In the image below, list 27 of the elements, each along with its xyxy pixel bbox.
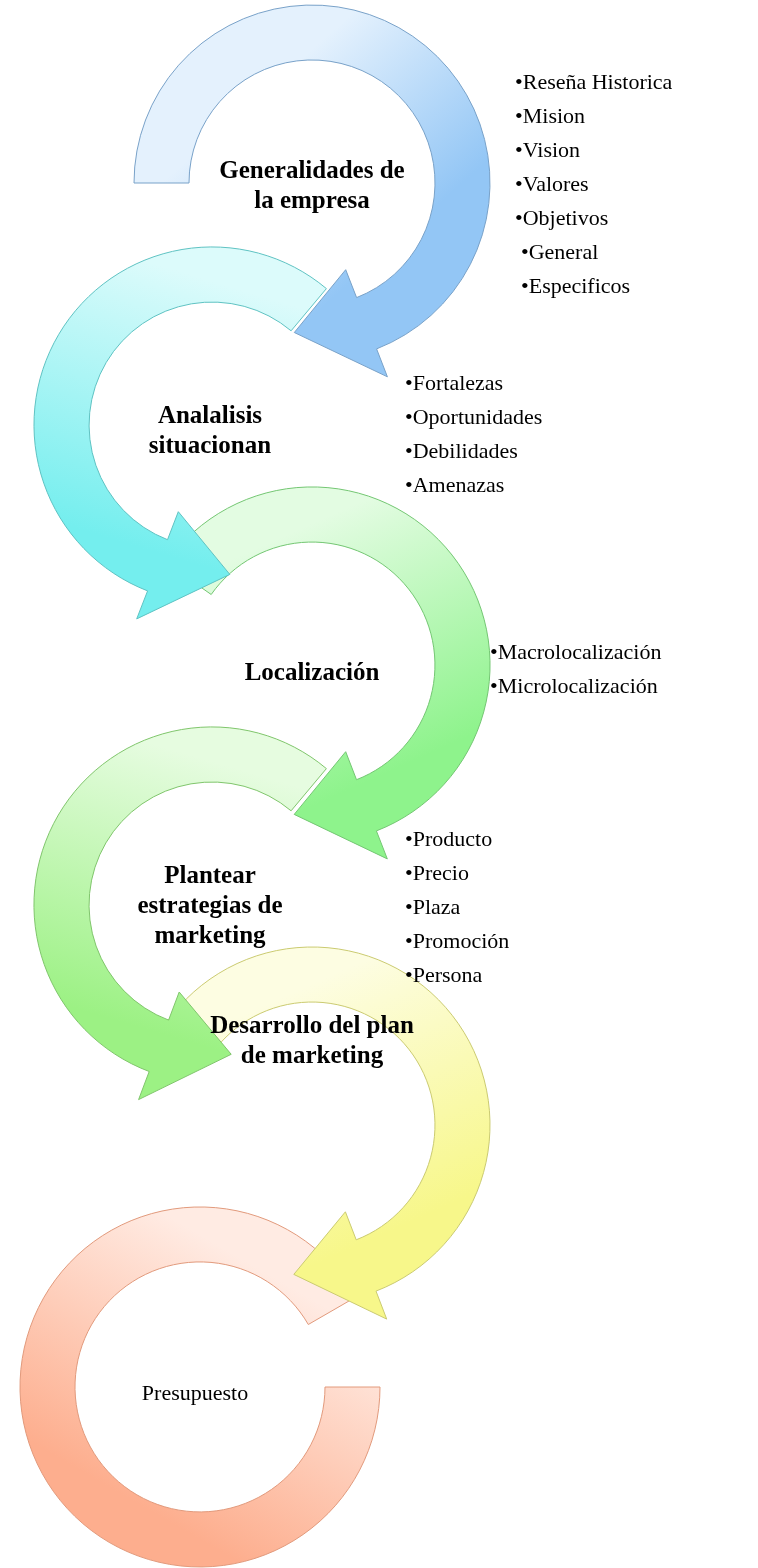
curved-arrow [33, 246, 327, 620]
curved-arrow [33, 726, 327, 1101]
bullet-item: •Oportunidades [405, 403, 543, 431]
bullet-item: •Objetivos [515, 204, 609, 232]
bullet-item: •General [521, 238, 599, 266]
bullet-item: •Especificos [521, 272, 631, 300]
bullet-item: •Plaza [405, 893, 461, 921]
bullet-item: •Reseña Historica [515, 68, 673, 96]
step-title: Presupuesto [141, 1379, 249, 1407]
bullet-item: •Mision [515, 102, 586, 130]
bullet-item: •Vision [515, 136, 581, 164]
bullet-item: •Promoción [405, 927, 510, 955]
bullet-item: •Microlocalización [490, 672, 658, 700]
step-title: Generalidades de la empresa [207, 155, 417, 215]
curved-arrow [133, 4, 491, 378]
step-title: Localización [207, 657, 417, 687]
step-title: Desarrollo del plan de marketing [207, 1010, 417, 1070]
bullet-item: •Macrolocalización [490, 638, 662, 666]
step-title: Plantear estrategias de marketing [110, 860, 310, 950]
step-title: Analalisis situacionan [115, 400, 305, 460]
bullet-item: •Persona [405, 961, 483, 989]
bullet-item: •Debilidades [405, 437, 518, 465]
bullet-item: •Producto [405, 825, 493, 853]
bullet-item: •Precio [405, 859, 469, 887]
bullet-item: •Fortalezas [405, 369, 504, 397]
bullet-item: •Amenazas [405, 471, 505, 499]
bullet-item: •Valores [515, 170, 589, 198]
